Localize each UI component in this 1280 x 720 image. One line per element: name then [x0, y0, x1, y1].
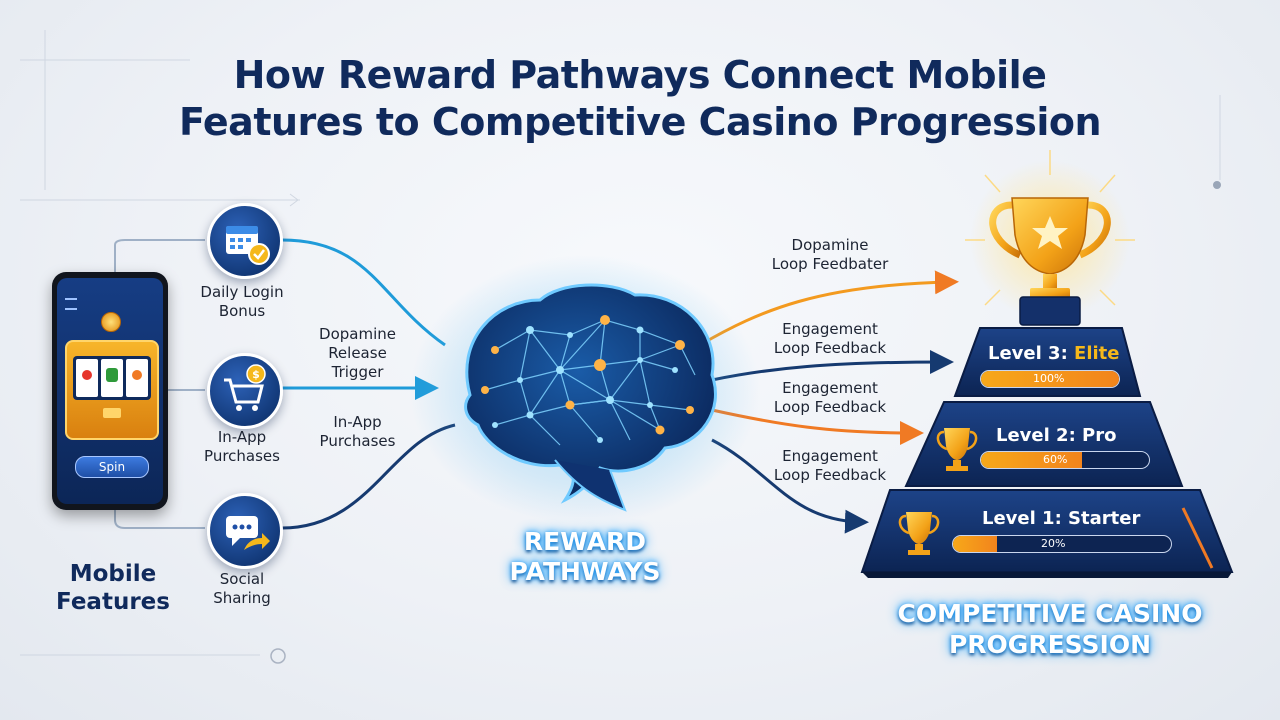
share-chat-icon — [226, 516, 270, 550]
feature-label-in-app: In-App Purchases — [180, 428, 304, 466]
input-label-line: Dopamine — [319, 325, 396, 343]
tier-3-progress-bar: 100% — [980, 370, 1120, 388]
menu-icon — [65, 298, 77, 310]
competitive-progression-label: COMPETITIVE CASINO PROGRESSION — [860, 598, 1240, 660]
feature-label-line: Social — [219, 570, 265, 588]
tier-3-title: Level 3: Elite — [988, 343, 1120, 364]
tier-2-prefix: Level 2: — [996, 425, 1083, 446]
spin-label: Spin — [98, 460, 126, 474]
output-label-line: Engagement — [782, 379, 878, 397]
heart-icon — [132, 370, 142, 380]
tier-1-prefix: Level 1: — [982, 508, 1069, 529]
tier-1-progress-label: 20% — [1041, 537, 1066, 550]
output-label-line: Engagement — [782, 320, 878, 338]
cherry-icon — [82, 370, 92, 380]
reward-pathways-line-1: REWARD — [523, 527, 647, 556]
shopping-cart-icon: $ — [224, 364, 266, 411]
slot-button[interactable] — [103, 408, 121, 418]
feature-in-app-purchases[interactable]: $ — [207, 353, 283, 429]
input-label-line: Purchases — [319, 432, 396, 450]
output-label-2: Engagement Loop Feedback — [745, 320, 915, 358]
page-title: How Reward Pathways Connect Mobile Featu… — [0, 52, 1280, 146]
output-label-3: Engagement Loop Feedback — [745, 379, 915, 417]
mobile-features-line-2: Features — [56, 589, 170, 615]
feature-label-line: Daily Login — [200, 283, 284, 301]
progression-line-2: PROGRESSION — [948, 630, 1152, 659]
reward-pathways-line-2: PATHWAYS — [509, 557, 661, 586]
tier-1-trophy-icon — [898, 512, 940, 555]
feature-label-line: In-App — [217, 428, 267, 446]
feature-social-sharing[interactable] — [207, 493, 283, 569]
feature-label-line: Sharing — [213, 589, 271, 607]
feature-label-line: Purchases — [204, 447, 280, 465]
slot-machine — [65, 340, 159, 440]
coin-icon — [101, 312, 121, 332]
mobile-features-line-1: Mobile — [69, 561, 157, 587]
tier-2-progress-fill — [981, 452, 1082, 468]
reward-pathways-label: REWARD PATHWAYS — [465, 527, 705, 587]
tier-1-title: Level 1: Starter — [982, 508, 1140, 529]
tier-2-name: Pro — [1082, 425, 1117, 446]
feature-label-social: Social Sharing — [180, 570, 304, 608]
tier-3-progress-fill — [981, 371, 1119, 387]
output-label-line: Loop Feedback — [773, 398, 887, 416]
tier-2-progress-label: 60% — [1043, 453, 1068, 466]
output-label-line: Loop Feedback — [773, 466, 887, 484]
tier-3-progress-label: 100% — [1033, 372, 1065, 385]
title-line-1: How Reward Pathways Connect Mobile — [233, 53, 1047, 97]
title-line-2: Features to Competitive Casino Progressi… — [178, 100, 1102, 144]
output-label-4: Engagement Loop Feedback — [745, 447, 915, 485]
input-label-line: In-App — [333, 413, 382, 431]
phone-screen: Spin — [57, 278, 163, 504]
feature-label-line: Bonus — [218, 302, 266, 320]
trophy-icon — [965, 150, 1135, 326]
output-label-line: Engagement — [782, 447, 878, 465]
output-label-line: Dopamine — [791, 236, 869, 254]
feature-label-daily-login: Daily Login Bonus — [180, 283, 304, 321]
tier-2-title: Level 2: Pro — [996, 425, 1116, 446]
input-label-in-app: In-App Purchases — [300, 413, 415, 451]
phone-mockup: Spin — [52, 272, 168, 510]
svg-text:$: $ — [252, 368, 260, 381]
output-label-line: Loop Feedback — [773, 339, 887, 357]
progression-line-1: COMPETITIVE CASINO — [897, 599, 1203, 628]
tier-pyramid — [860, 327, 1234, 578]
output-label-1: Dopamine Loop Feedbater — [745, 236, 915, 274]
feature-daily-login[interactable] — [207, 203, 283, 279]
input-label-line: Release — [328, 344, 387, 362]
seven-icon — [106, 368, 118, 382]
tier-3-name: Elite — [1074, 343, 1120, 364]
brain-network-icon — [410, 255, 760, 525]
mobile-features-heading: Mobile Features — [38, 560, 188, 616]
input-label-dopamine-trigger: Dopamine Release Trigger — [300, 325, 415, 382]
tier-2-progress-bar: 60% — [980, 451, 1150, 469]
spin-button[interactable]: Spin — [75, 456, 149, 478]
calendar-check-icon — [226, 226, 270, 265]
output-label-line: Loop Feedbater — [771, 255, 889, 273]
slot-reels — [73, 356, 151, 400]
input-label-line: Trigger — [331, 363, 384, 381]
tier-3-prefix: Level 3: — [988, 343, 1075, 364]
tier-1-progress-bar: 20% — [952, 535, 1172, 553]
tier-1-name: Starter — [1068, 508, 1141, 529]
tier-1-progress-fill — [953, 536, 997, 552]
tier-2-trophy-icon — [936, 428, 978, 471]
